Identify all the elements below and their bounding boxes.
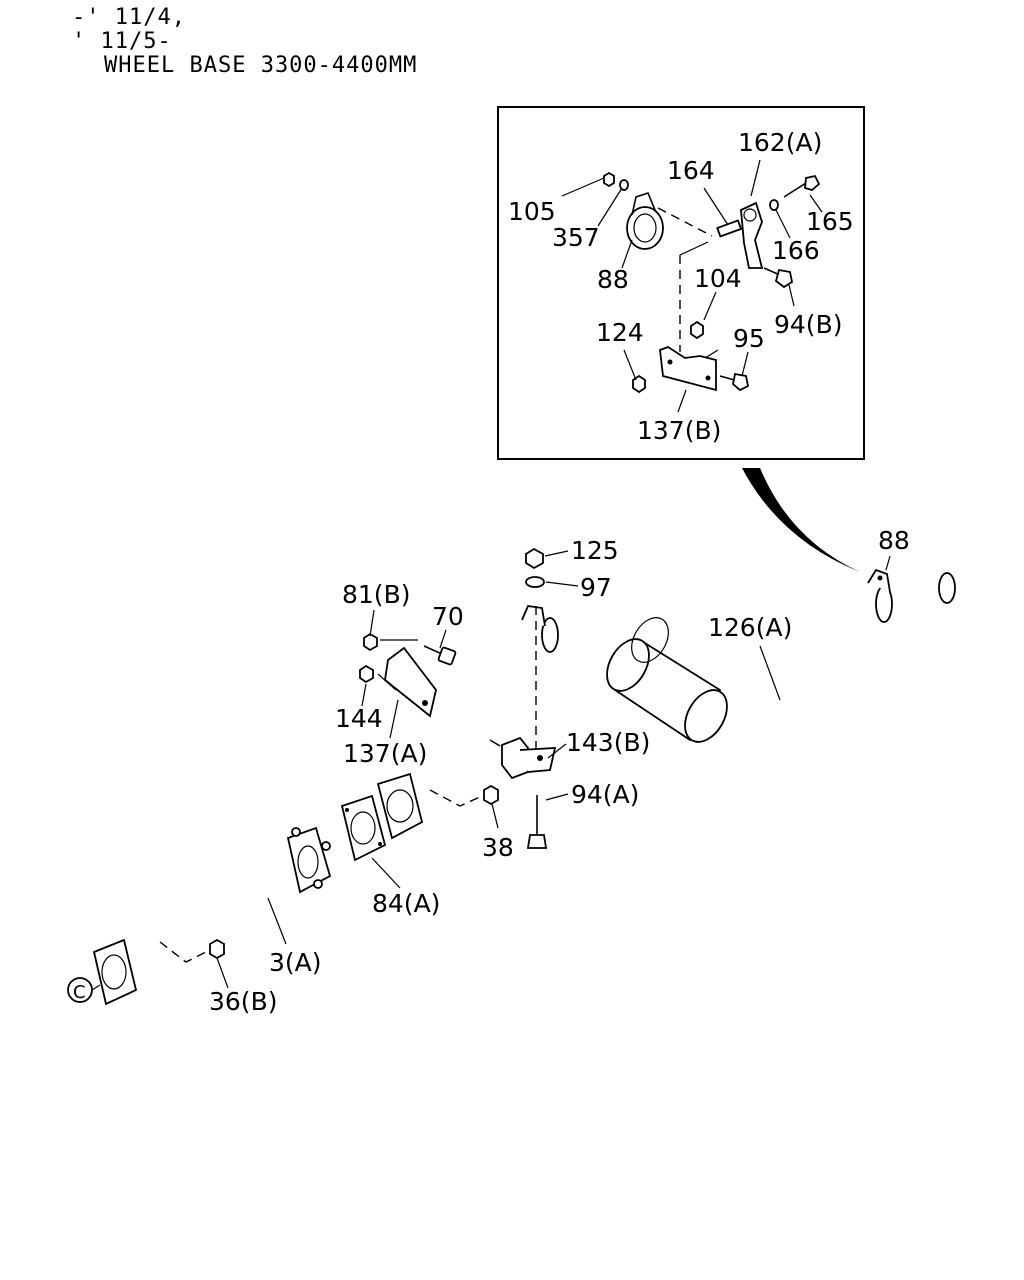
label-81b: 81(B): [342, 580, 410, 609]
reference-circle-c: C: [67, 977, 101, 1003]
label-166: 166: [772, 236, 820, 265]
nut-125-part: [525, 547, 544, 570]
label-143b: 143(B): [566, 728, 650, 757]
label-125: 125: [571, 536, 619, 565]
hanger-clamp-part: [521, 605, 559, 653]
label-137a: 137(A): [343, 739, 427, 768]
nut-38-part: [483, 784, 499, 806]
nut-36b-part: [209, 938, 225, 960]
label-97: 97: [580, 573, 612, 602]
bracket-137a-part: [384, 646, 437, 718]
label-88-inset: 88: [597, 265, 629, 294]
washer-166-part: [769, 199, 779, 211]
date-range-line-1: -' 11/4,: [72, 5, 186, 30]
tail-pipe-126a-part: [670, 560, 956, 774]
bolt-94b-part: [763, 267, 794, 289]
clamp-88-main-part: [867, 568, 893, 623]
label-126a: 126(A): [708, 613, 792, 642]
label-164: 164: [667, 156, 715, 185]
bracket-162a-part: [740, 201, 764, 269]
label-38: 38: [482, 833, 514, 862]
label-104: 104: [694, 264, 742, 293]
circle-c-letter: C: [73, 982, 86, 1003]
gasket-84a-part: [340, 794, 387, 862]
diagram-header: -' 11/4, ' 11/5- WHEEL BASE 3300-4400MM: [72, 6, 417, 78]
label-162a: 162(A): [738, 128, 822, 157]
label-88-main: 88: [878, 526, 910, 555]
flange-rear-part: [376, 772, 424, 840]
bolt-165-part: [783, 174, 821, 198]
washer-357-part: [619, 179, 629, 191]
hanger-143b-part: [501, 736, 557, 780]
bolt-70-part: [423, 645, 457, 666]
label-84a: 84(A): [372, 889, 440, 918]
label-165: 165: [806, 207, 854, 236]
date-range-line-2: ' 11/5-: [72, 29, 172, 54]
label-70: 70: [432, 602, 464, 631]
label-95: 95: [733, 324, 765, 353]
muffler-part: [606, 617, 728, 743]
center-pipe-part: [395, 606, 652, 822]
nut-144-part: [359, 664, 374, 684]
bolt-94a-part: [526, 795, 548, 849]
label-94b: 94(B): [774, 310, 842, 339]
clamp-88-part: [626, 192, 664, 250]
label-105: 105: [508, 197, 556, 226]
bolt-95-part: [719, 372, 750, 392]
label-3a: 3(A): [269, 948, 322, 977]
nut-81b-part: [363, 632, 378, 652]
nut-104-part: [690, 320, 704, 340]
detail-inset: 162(A) 164 105 357 165 166 88 104 94(B) …: [497, 106, 865, 460]
front-pipe-3a-part: [92, 826, 332, 1006]
label-94a: 94(A): [571, 780, 639, 809]
inset-callout-pointer: [742, 468, 860, 572]
label-357: 357: [552, 223, 600, 252]
bracket-137b-part: [659, 345, 719, 392]
wheel-base-note: WHEEL BASE 3300-4400MM: [104, 53, 418, 78]
label-124: 124: [596, 318, 644, 347]
nut-105-part: [603, 171, 615, 188]
label-137b: 137(B): [637, 416, 721, 445]
label-144: 144: [335, 704, 383, 733]
washer-97-part: [525, 576, 545, 588]
label-36b: 36(B): [209, 987, 277, 1016]
